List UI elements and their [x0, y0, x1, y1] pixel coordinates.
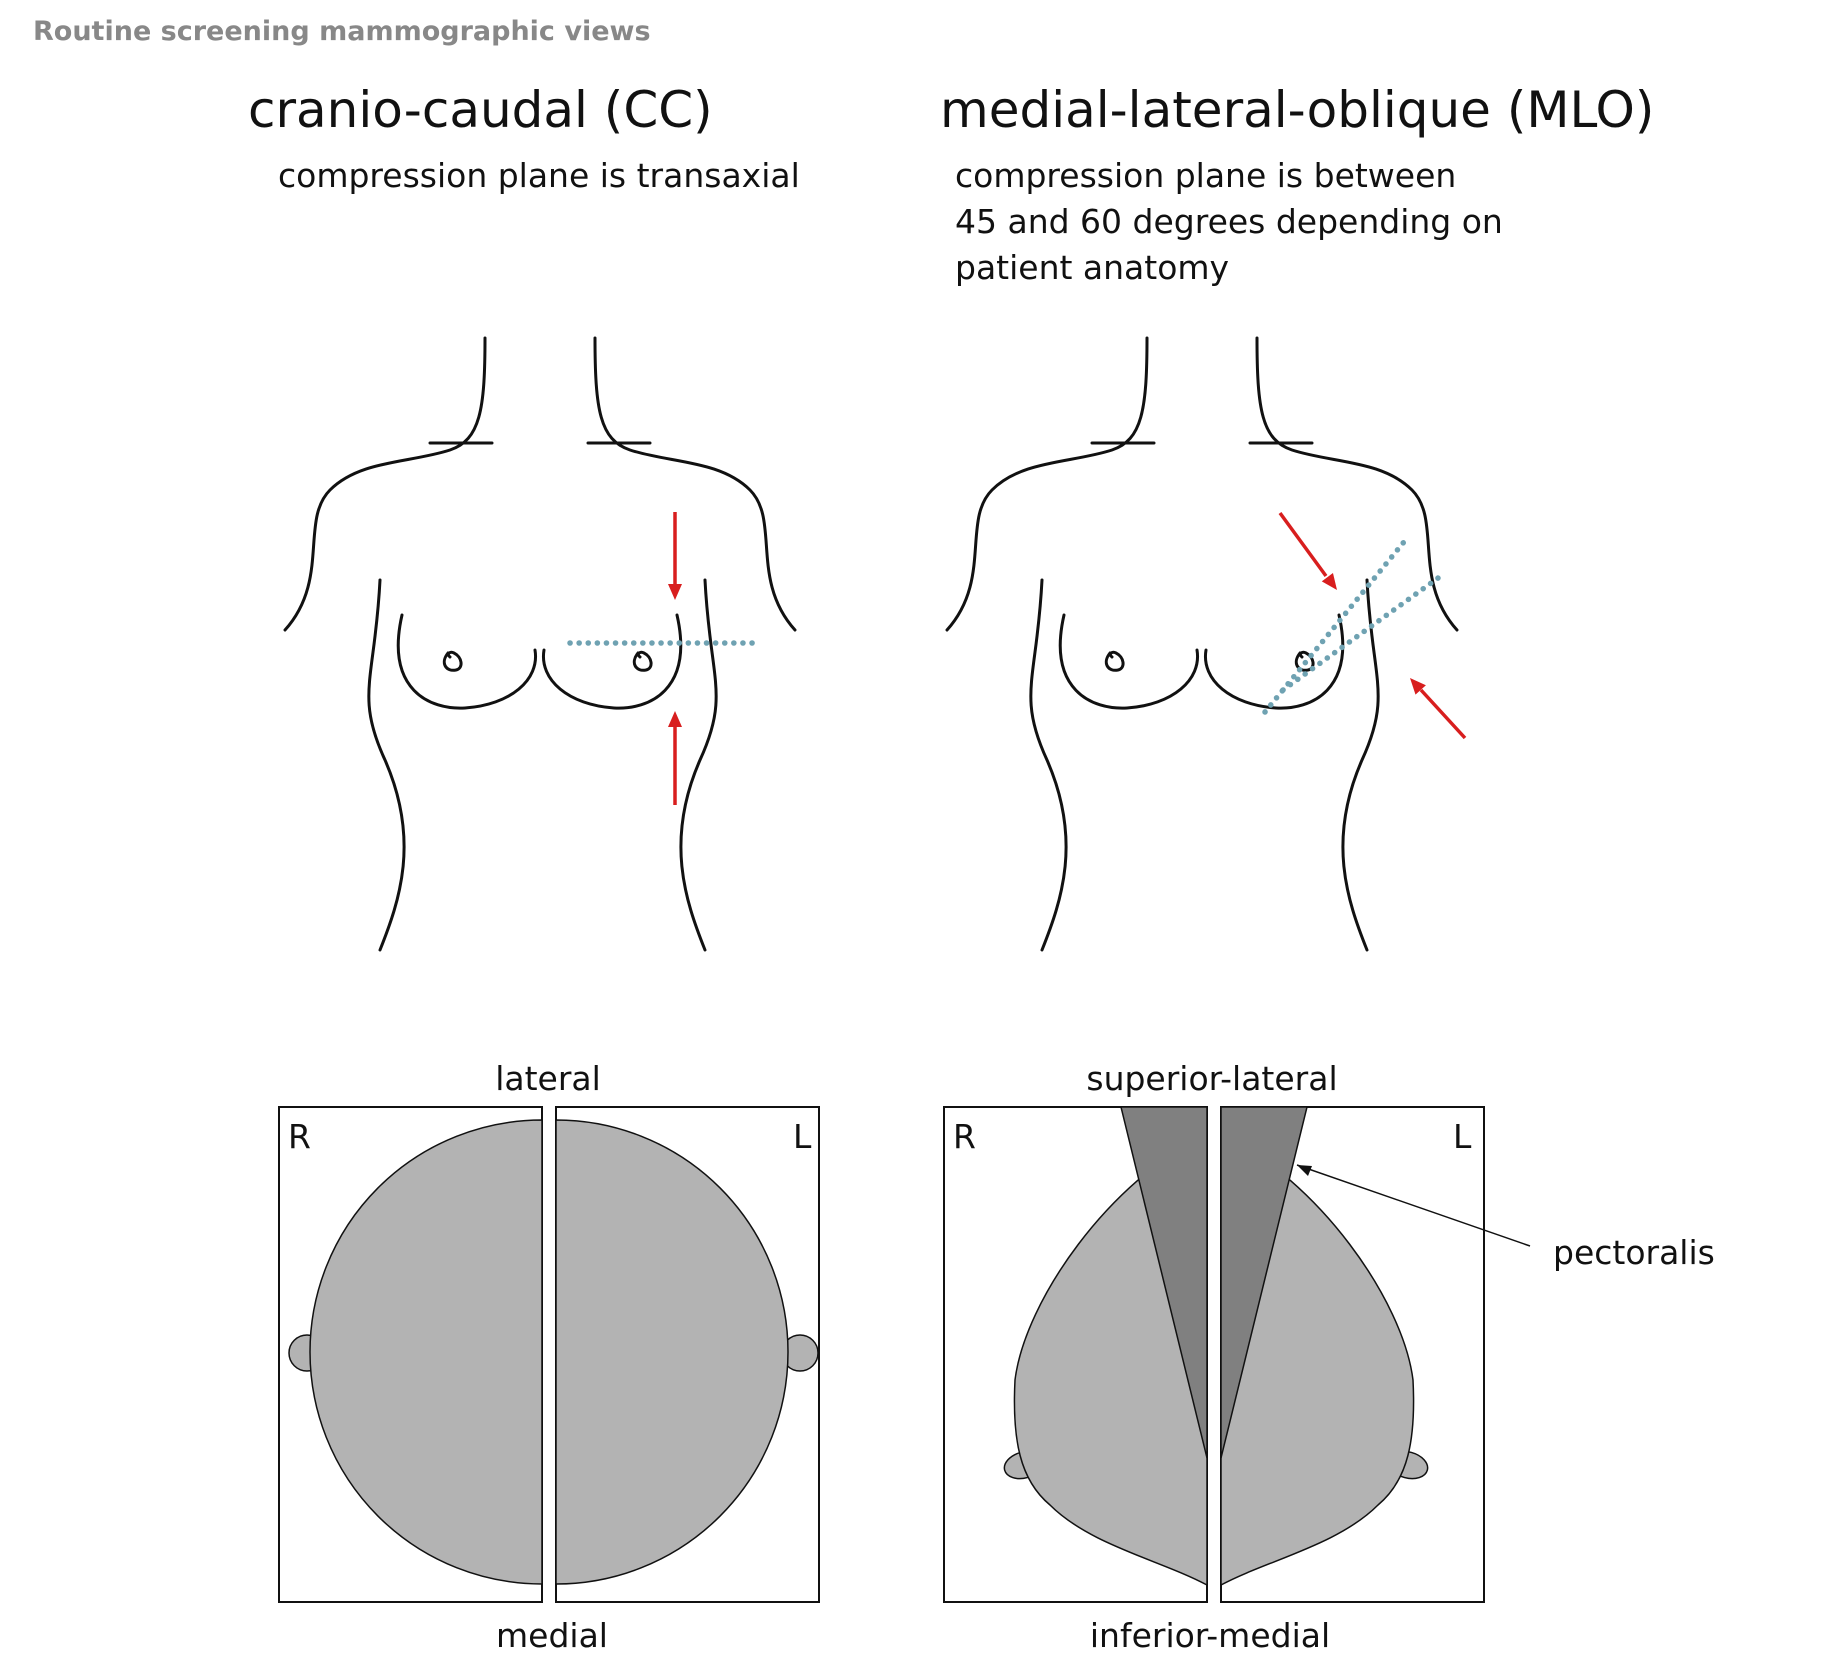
cc-description: compression plane is transaxial	[278, 156, 800, 195]
mlo-right-side-label: R	[953, 1117, 976, 1156]
cc-torso-illustration	[283, 336, 797, 952]
mlo-description-line-2: 45 and 60 degrees depending on	[955, 202, 1503, 241]
cc-compression-arrow-bottom	[668, 711, 682, 805]
mlo-description-line-1: compression plane is between	[955, 156, 1456, 195]
cc-left-breast-panel: L	[555, 1106, 820, 1603]
cc-title: cranio-caudal (CC)	[248, 81, 713, 139]
mlo-superior-lateral-label: superior-lateral	[1086, 1059, 1337, 1098]
cc-lateral-label: lateral	[495, 1059, 601, 1098]
mlo-inferior-medial-label: inferior-medial	[1090, 1616, 1330, 1655]
mlo-description-line-3: patient anatomy	[955, 248, 1229, 287]
cc-left-side-label: L	[793, 1117, 812, 1156]
mlo-torso-illustration	[945, 336, 1459, 952]
mlo-left-side-label: L	[1453, 1117, 1472, 1156]
cc-right-side-label: R	[288, 1117, 311, 1156]
mlo-title: medial-lateral-oblique (MLO)	[940, 81, 1654, 139]
mlo-right-breast-panel: R	[943, 1106, 1208, 1603]
header-title: Routine screening mammographic views	[33, 16, 651, 47]
pectoralis-callout: pectoralis	[1296, 1164, 1715, 1272]
mlo-left-breast-panel: L	[1220, 1106, 1485, 1603]
mlo-left-pectoralis	[1220, 1106, 1308, 1459]
cc-compression-arrow-top	[668, 512, 682, 600]
mlo-compression-plane-1	[1262, 534, 1411, 715]
mlo-compression-arrow-upper	[1278, 511, 1343, 595]
pectoralis-label: pectoralis	[1553, 1233, 1715, 1272]
mlo-right-pectoralis	[1120, 1106, 1208, 1459]
cc-medial-label: medial	[496, 1616, 608, 1655]
cc-left-breast	[555, 1119, 789, 1585]
pectoralis-pointer-head	[1297, 1165, 1312, 1176]
cc-right-breast-panel: R	[278, 1106, 543, 1603]
mlo-compression-plane-2	[1280, 570, 1448, 693]
mlo-compression-arrow-lower	[1404, 673, 1467, 740]
cc-right-breast	[309, 1119, 543, 1585]
